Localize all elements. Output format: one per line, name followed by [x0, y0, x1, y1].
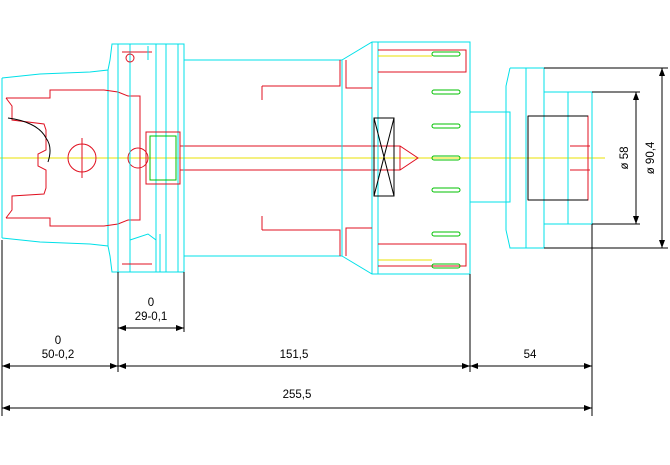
diameter-outer-label: ø 90,4	[645, 141, 657, 174]
clamp-length-dimension: 54	[524, 349, 537, 361]
nut-grooves	[431, 51, 461, 269]
total-length-dimension: 255,5	[283, 389, 312, 401]
flange-dimension: 29-0,1	[135, 311, 168, 323]
linear-dimensions: 0 29-0,1 0 50-0,2 151,5 54 255,5	[1, 224, 593, 416]
draw-bar	[145, 131, 419, 185]
gripper-edge	[7, 117, 51, 163]
diameter-dimensions: ø 58 ø 90,4	[544, 67, 668, 249]
shank-upper-tolerance: 0	[55, 335, 61, 347]
flange	[117, 43, 185, 273]
flange-upper-tolerance: 0	[148, 297, 154, 309]
diameter-inner-label: ø 58	[619, 146, 631, 169]
shank-dimension: 50-0,2	[42, 349, 75, 361]
body-length-dimension: 151,5	[280, 349, 309, 361]
